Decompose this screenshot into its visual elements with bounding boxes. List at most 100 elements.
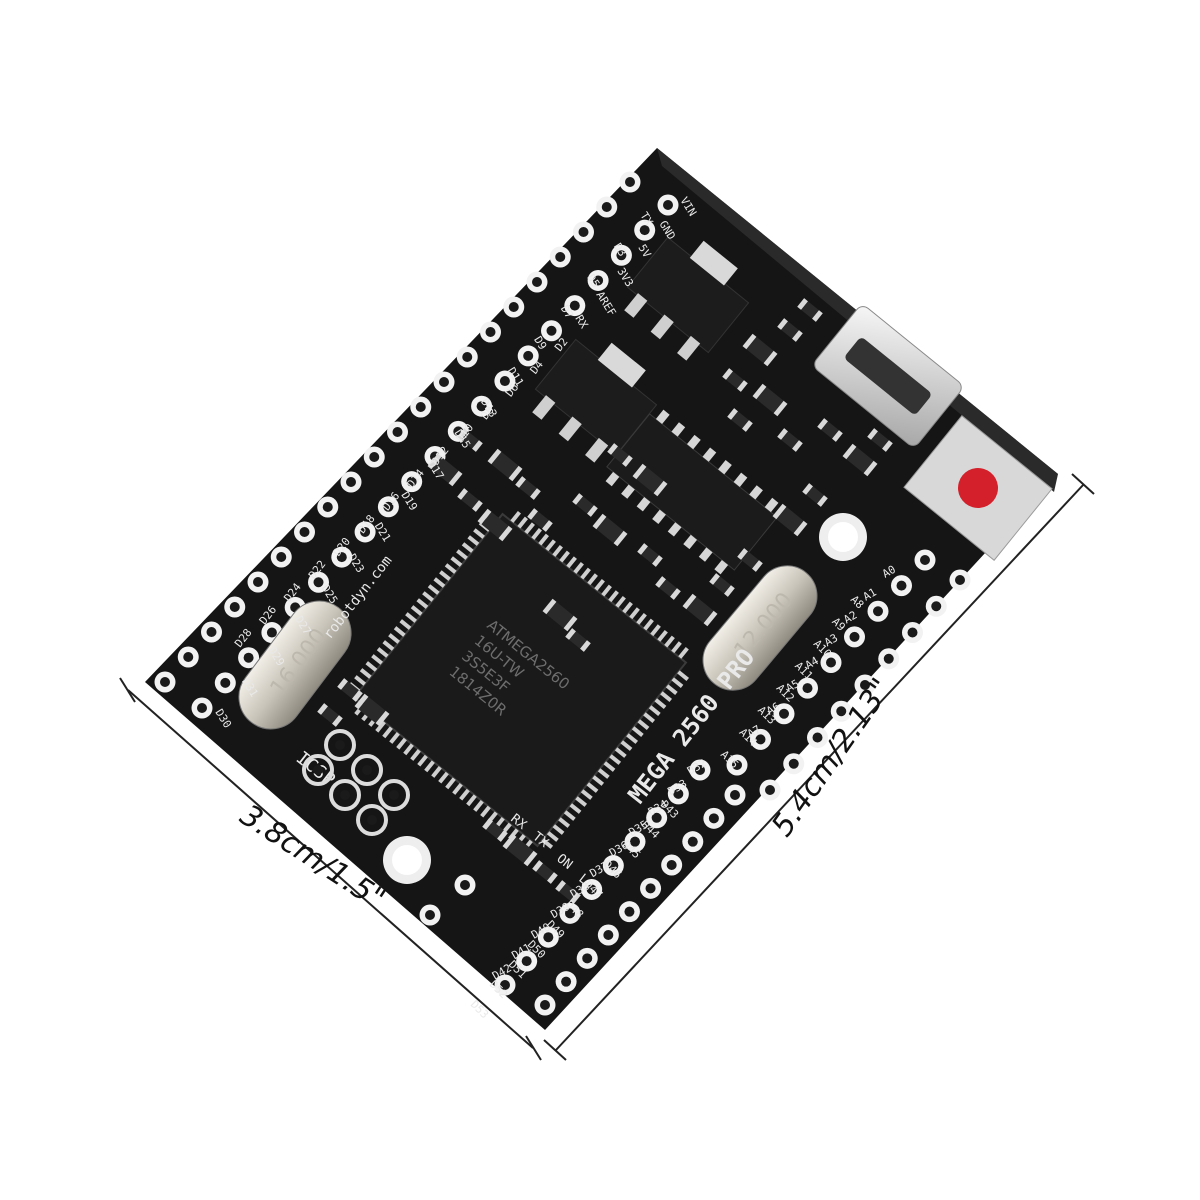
analog-pin-label: A3 (822, 631, 840, 649)
pin-pad-left-outer (270, 546, 292, 568)
pin-pad-left-outer (480, 321, 501, 343)
pin-pad-right-outer (830, 700, 852, 722)
pin-pad-left-outer (549, 246, 571, 268)
pin-pad-bottom-inner (624, 831, 646, 853)
smd-component (752, 383, 788, 417)
smd-component (482, 818, 508, 842)
pin-pad-bottom-outer (640, 877, 662, 899)
smd-component (502, 833, 538, 867)
pin-pad-bottom-inner (537, 926, 559, 948)
pin-pad-bottom-outer (576, 947, 598, 969)
smd-component (777, 318, 803, 342)
pin-pad-left-outer (619, 171, 641, 193)
icsp-pad (302, 754, 334, 786)
smd-component (709, 573, 735, 597)
pin-pad-left-outer (224, 596, 246, 618)
pin-pad-left-inner (308, 571, 329, 593)
pin-pad-left-inner (331, 546, 353, 568)
pin-pad-left-inner (191, 697, 213, 719)
pin-pad-left-inner (494, 370, 516, 392)
pin-pad-left-inner (517, 345, 539, 367)
smd-component (737, 548, 763, 572)
icsp-pad (356, 804, 388, 836)
digital-pin-label: D8 (478, 404, 496, 422)
smd-component (632, 463, 668, 497)
pin-pad-left-outer (317, 496, 339, 518)
smd-component (337, 678, 363, 702)
pin-pad-left-outer (363, 446, 385, 468)
pin-headers (154, 171, 971, 1016)
pin-pad-bottom-inner (689, 759, 711, 781)
pin-pad-left-outer (433, 371, 455, 393)
smd-component (555, 880, 581, 904)
analog-pin-label: A1 (861, 586, 879, 604)
smd-component (682, 593, 718, 627)
smd-component (354, 693, 390, 727)
smd-component (542, 598, 578, 632)
power-pin-label: RX (572, 313, 590, 331)
analog-pin-label: A0 (880, 563, 898, 581)
pin-pad-bottom-outer (661, 854, 683, 876)
pin-pad-left-inner (471, 395, 493, 417)
pin-pad-bottom-outer (703, 807, 725, 829)
pin-pad-left-inner (564, 295, 586, 317)
dimension-lines (119, 473, 1095, 1061)
mcu-chip: ATMEGA2560 16U-TW 3S5E3F 1814Z0R (348, 511, 689, 852)
pin-pad-left-inner (610, 244, 632, 266)
smd-components (317, 298, 893, 904)
smd-component (527, 508, 553, 532)
pin-pad-right-outer (925, 595, 947, 617)
pin-pad-left-outer (154, 671, 176, 693)
smd-component (802, 483, 828, 507)
pin-pad-right-inner (820, 652, 842, 673)
icsp-header (302, 729, 410, 836)
pin-pad-left-outer (573, 221, 594, 243)
pin-pad-right-inner (726, 754, 748, 776)
smd-component (842, 443, 878, 477)
pin-pad-bottom-inner (559, 902, 581, 924)
pin-pad-left-inner (657, 194, 679, 216)
smd-component (607, 443, 633, 467)
smd-component (565, 628, 591, 652)
smd-component (477, 508, 513, 542)
smd-component (532, 860, 558, 884)
smd-component (487, 448, 523, 482)
pin-pad-left-outer (201, 621, 222, 643)
smd-component (515, 476, 541, 500)
analog-pin-label: A4 (803, 654, 821, 672)
pin-pad-right-inner (914, 549, 936, 571)
analog-pin-label: A2 (841, 608, 859, 626)
icsp-pad (351, 754, 383, 786)
smd-component (722, 368, 748, 392)
smd-component (457, 488, 483, 512)
pin-pad-left-outer (387, 421, 408, 443)
pin-pad-left-outer (456, 346, 478, 368)
smd-component (867, 428, 893, 452)
pin-pad-bottom-outer (597, 924, 619, 946)
reset-button-assembly (903, 415, 1053, 561)
pin-pad-left-outer (410, 396, 432, 418)
analog-pin-label: A7 (745, 723, 763, 741)
digital-pin-label-outer: D3 (611, 241, 629, 259)
pin-pad-left-inner (541, 320, 562, 342)
smd-component (777, 428, 803, 452)
micro-usb-port (814, 306, 962, 446)
digital-pin-label-outer: TX (637, 210, 655, 228)
pin-pad-bottom-outer (555, 971, 577, 993)
pin-pad-bottom-outer (534, 994, 556, 1016)
pin-pad-left-inner (354, 521, 376, 543)
mounting-holes (383, 513, 867, 884)
pin-pad-bottom-left (419, 904, 441, 926)
bottom-pin-label-inner: D53 (468, 998, 491, 1021)
pin-pad-right-outer (759, 779, 781, 801)
pin-pad-left-inner (377, 496, 399, 518)
smd-component (655, 576, 681, 600)
pin-pad-bottom-inner (602, 855, 624, 877)
pin-pad-bottom-inner (646, 807, 668, 829)
pin-pad-left-outer (340, 471, 362, 493)
pin-pad-right-outer (854, 674, 876, 696)
pin-pad-right-inner (750, 728, 771, 750)
voltage-regulator-top (624, 236, 750, 361)
digital-pin-label-outer: D9 (531, 334, 549, 352)
reset-button[interactable] (950, 460, 1006, 516)
